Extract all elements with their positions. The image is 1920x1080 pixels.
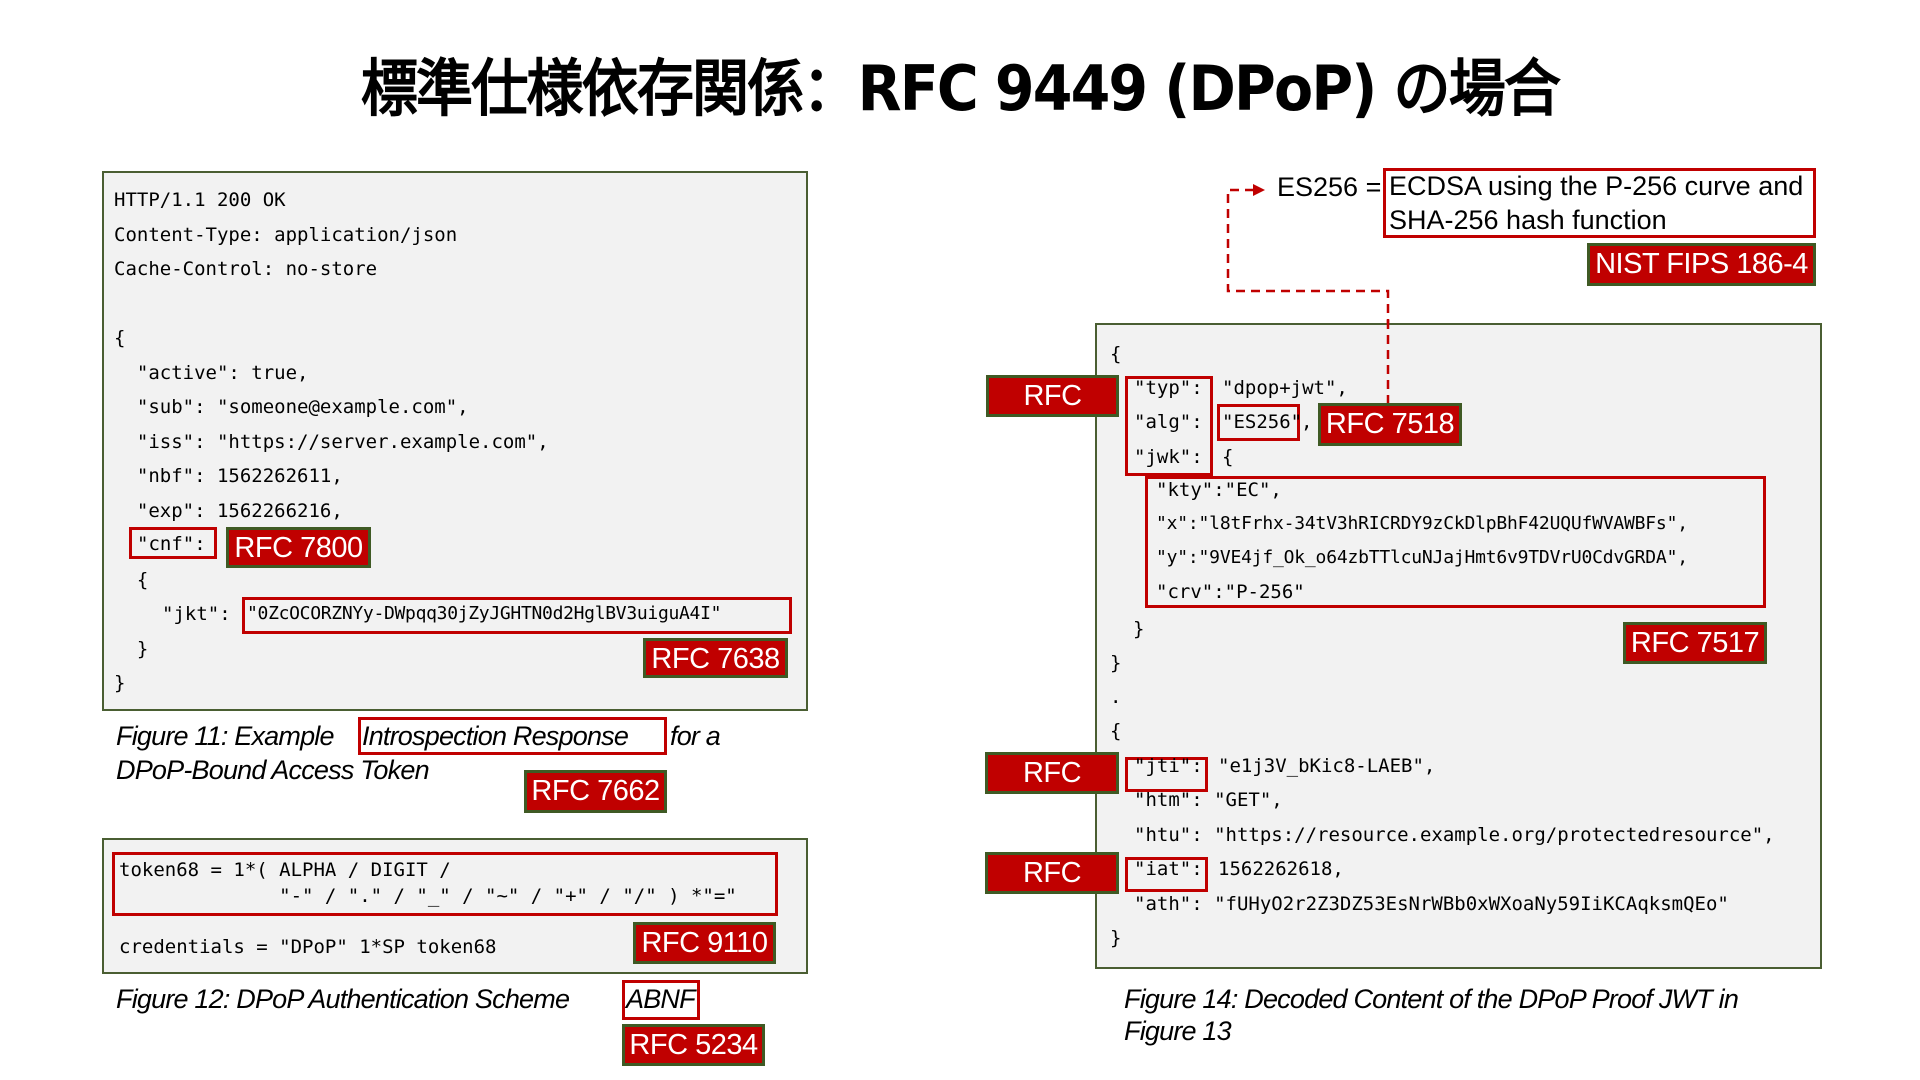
jkt-key: "jkt":	[162, 603, 231, 625]
jwk-line: "x":"l8tFrhx-34tV3hRICRDY9zCkDlpBhF42UQU…	[1156, 513, 1688, 534]
jwk-line: "crv":"P-256"	[1156, 581, 1305, 603]
rfc-label-jkt: RFC 7638	[643, 638, 788, 678]
figure11-caption-suffix: for a	[670, 721, 721, 751]
header-params-highlight	[1125, 376, 1213, 476]
rfc-label-jwk: RFC 7517	[1623, 622, 1767, 664]
code-line: {	[114, 569, 149, 591]
es256-term: ES256 =	[1277, 172, 1382, 202]
alg-value: "ES256"	[1222, 411, 1303, 433]
figure11-code-box	[102, 171, 808, 711]
rfc-label-token68: RFC 9110	[633, 922, 776, 964]
code-line: }	[114, 672, 126, 694]
alg-value-highlight	[1217, 404, 1300, 441]
payload-open-brace: {	[1110, 720, 1122, 742]
rfc-label-iat: RFC 7519	[985, 852, 1119, 925]
code-line: "active": true,	[114, 362, 309, 384]
jwk-highlight	[1145, 476, 1766, 608]
code-line: "nbf": 1562262611,	[114, 465, 343, 487]
typ-key: "typ":	[1134, 377, 1203, 399]
jwt-separator: .	[1110, 686, 1122, 708]
es256-definition-line-2: SHA-256 hash function	[1389, 205, 1667, 235]
alg-comma: ,	[1301, 411, 1313, 433]
code-line: }	[114, 638, 149, 660]
abnf-line-1: token68 = 1*( ALPHA / DIGIT /	[119, 859, 451, 881]
rfc-label-header-params: RFC 7515	[986, 375, 1119, 448]
code-line: "exp": 1562266216,	[114, 500, 343, 522]
typ-value: "dpop+jwt",	[1222, 377, 1348, 399]
dashed-connector	[1226, 188, 1390, 403]
code-line: "sub": "someone@example.com",	[114, 396, 469, 418]
abnf-line-2: "-" / "." / "_" / "~" / "+" / "/" ) *"="	[119, 885, 737, 907]
jwk-key: "jwk":	[1134, 446, 1203, 468]
figure11-caption-highlight: Introspection Response	[362, 721, 629, 751]
jkt-value-highlight	[242, 597, 792, 634]
code-line: Content-Type: application/json	[114, 224, 458, 246]
code-line: {	[114, 327, 126, 349]
header-close-brace: }	[1110, 652, 1122, 674]
es256-definition-highlight	[1383, 168, 1816, 238]
payload-close-brace: }	[1110, 927, 1122, 949]
htm-line: "htm": "GET",	[1134, 789, 1283, 811]
jti-highlight	[1125, 757, 1208, 792]
header-open-brace: {	[1110, 343, 1122, 365]
figure12-caption: Figure 12: DPoP Authentication Scheme	[116, 984, 570, 1014]
jwk-line: "kty":"EC",	[1156, 479, 1282, 501]
ath-line: "ath": "fUHyO2r2Z3DZ53EsNrWBb0xWXoaNy59I…	[1134, 893, 1729, 915]
figure11-caption-line2: DPoP-Bound Access Token	[116, 755, 430, 785]
code-line: Cache-Control: no-store	[114, 258, 378, 280]
es256-definition-line-1: ECDSA using the P-256 curve and	[1389, 171, 1804, 201]
introspection-highlight	[358, 717, 667, 755]
rfc-label-alg: RFC 7518	[1318, 403, 1462, 446]
credentials-line: credentials = "DPoP" 1*SP token68	[119, 936, 497, 958]
code-line: "iss": "https://server.example.com",	[114, 431, 549, 453]
iat-highlight	[1125, 857, 1208, 892]
rfc-label-cnf: RFC 7800	[226, 527, 371, 568]
htu-line: "htu": "https://resource.example.org/pro…	[1134, 824, 1775, 846]
cnf-highlight	[129, 527, 217, 559]
token68-highlight	[112, 852, 778, 916]
iat-value: 1562262618,	[1218, 858, 1344, 880]
rfc-label-jti: RFC 7519	[985, 752, 1119, 825]
jti-key: "jti":	[1134, 755, 1203, 777]
jkt-value: "0ZcOCORZNYy-DWpqq30jZyJGHTN0d2HglBV3uig…	[247, 603, 722, 624]
figure12-caption-highlight: ABNF	[626, 984, 696, 1014]
arrowhead-icon	[1253, 184, 1265, 196]
cnf-key: "cnf":	[137, 533, 206, 555]
abnf-highlight	[622, 980, 700, 1020]
rfc-label-nist: NIST FIPS 186-4	[1587, 243, 1816, 286]
alg-key: "alg":	[1134, 411, 1203, 433]
jti-value: "e1j3V_bKic8-LAEB",	[1218, 755, 1436, 777]
figure11-caption-prefix: Figure 11: Example	[116, 721, 335, 751]
rfc-label-introspection: RFC 7662	[524, 770, 667, 813]
jwk-close-brace: }	[1133, 618, 1145, 640]
page-title: 標準仕様依存関係：RFC 9449 (DPoP) の場合	[360, 52, 1561, 125]
rfc-label-abnf: RFC 5234	[622, 1024, 765, 1066]
figure14-caption-line1: Figure 14: Decoded Content of the DPoP P…	[1124, 984, 1739, 1014]
code-line: HTTP/1.1 200 OK	[114, 189, 286, 211]
figure14-caption-line2: Figure 13	[1124, 1016, 1232, 1046]
jwk-line: "y":"9VE4jf_Ok_o64zbTTlcuNJajHmt6v9TDVrU…	[1156, 547, 1688, 568]
iat-key: "iat":	[1134, 858, 1203, 880]
jwk-open-brace: {	[1222, 446, 1234, 468]
